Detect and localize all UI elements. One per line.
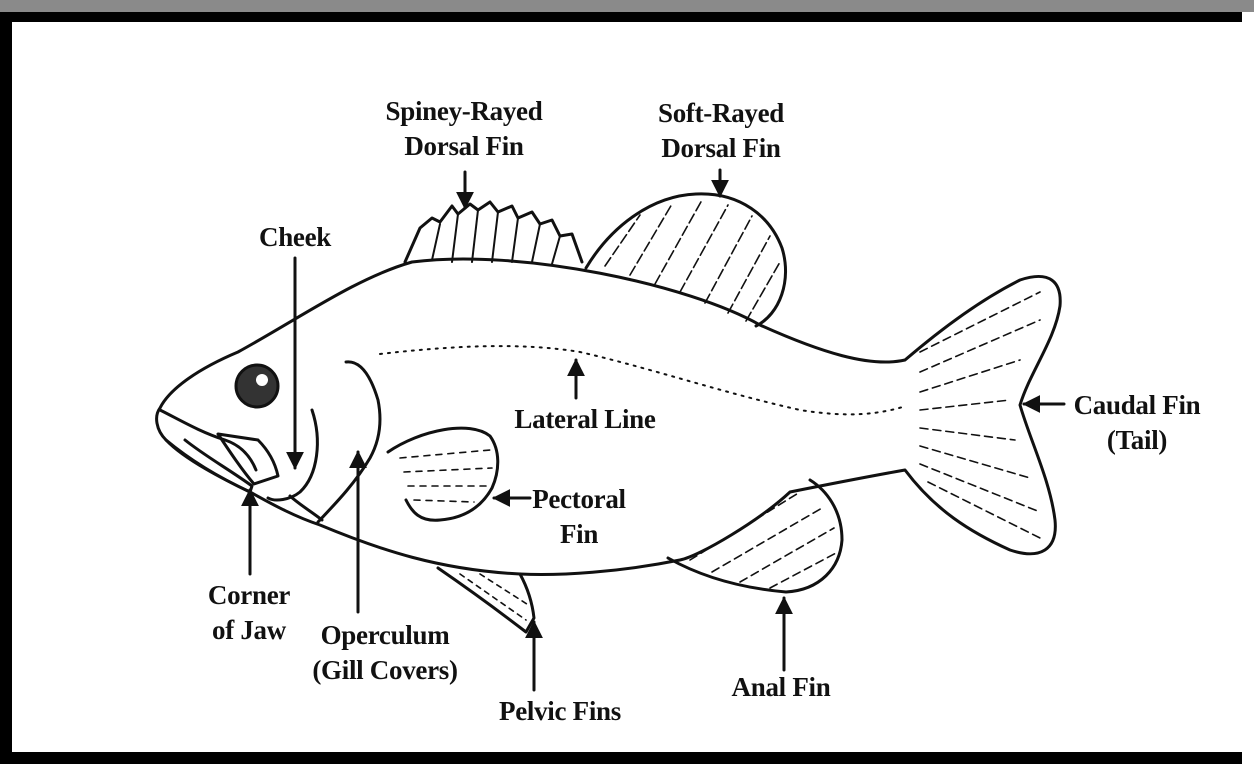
operculum-edge	[318, 362, 380, 522]
label-anal-fin: Anal Fin	[716, 670, 846, 705]
label-lateral-line: Lateral Line	[500, 402, 670, 437]
spiny-dorsal-rays	[432, 210, 560, 264]
label-cheek: Cheek	[240, 220, 350, 255]
caudal-rays	[920, 292, 1044, 540]
preopercle	[268, 410, 317, 500]
label-pelvic-fins: Pelvic Fins	[480, 694, 640, 729]
label-operculum: Operculum(Gill Covers)	[298, 618, 472, 688]
pectoral-rays	[400, 450, 492, 502]
jaw-line	[160, 410, 256, 470]
eye	[236, 365, 278, 407]
anal-fin	[668, 480, 842, 592]
anal-rays	[690, 492, 838, 588]
pectoral-fin	[388, 428, 498, 520]
soft-dorsal-fin	[586, 194, 786, 326]
label-caudal-fin: Caudal Fin(Tail)	[1062, 388, 1212, 458]
